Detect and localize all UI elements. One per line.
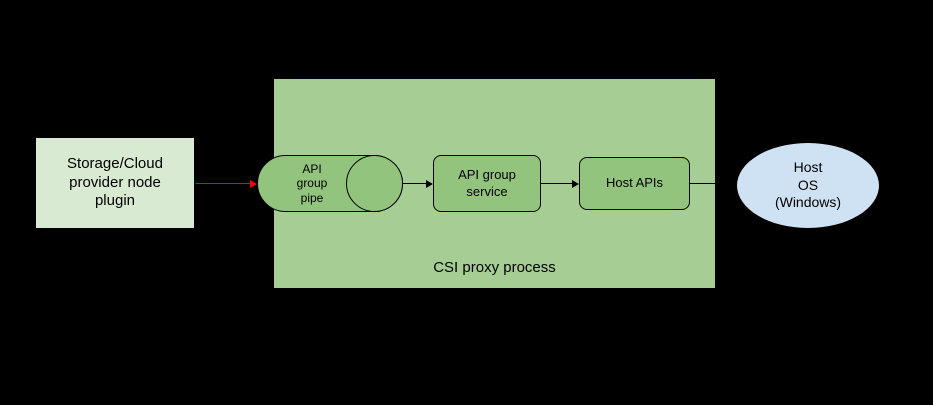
arrow-plugin-to-pipe xyxy=(196,179,257,188)
storage-cloud-plugin-label: Storage/Cloud provider node plugin xyxy=(67,154,163,210)
host-apis-label: Host APIs xyxy=(605,175,664,191)
pipe-end-cap xyxy=(346,155,403,212)
arrow-line xyxy=(541,183,573,184)
arrowhead-icon xyxy=(426,179,433,188)
api-group-service-label: API group service xyxy=(458,167,516,199)
arrowhead-icon xyxy=(250,179,257,188)
line-host-apis-to-host-os xyxy=(690,183,737,184)
arrow-line xyxy=(196,183,251,184)
arrow-service-to-host-apis xyxy=(541,179,579,188)
arrowhead-icon xyxy=(572,179,579,188)
host-os-node: Host OS (Windows) xyxy=(736,142,880,229)
host-os-label: Host OS (Windows) xyxy=(774,159,842,211)
api-group-pipe-node: API group pipe xyxy=(257,155,403,212)
arrow-pipe-to-service xyxy=(403,179,433,188)
arrow-line xyxy=(403,183,427,184)
host-apis-node: Host APIs xyxy=(579,157,690,210)
api-group-service-node: API group service xyxy=(433,155,541,212)
csi-proxy-process-label: CSI proxy process xyxy=(433,259,556,276)
storage-cloud-plugin-node: Storage/Cloud provider node plugin xyxy=(35,137,195,229)
api-group-pipe-label: API group pipe xyxy=(296,161,328,205)
